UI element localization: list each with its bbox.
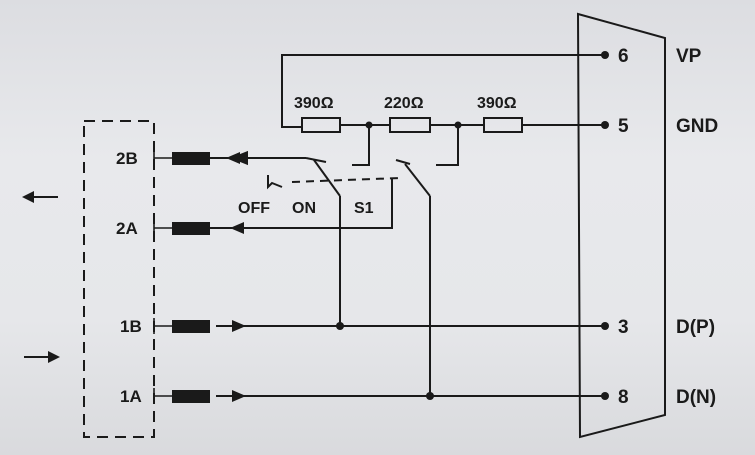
pin-dot-5 [601, 121, 609, 129]
resistor-label-3: 390Ω [477, 95, 517, 112]
signal-label-dn: D(N) [676, 387, 716, 408]
port-label-2b: 2B [116, 149, 138, 168]
signal-label-gnd: GND [676, 116, 718, 137]
resistor-1 [301, 117, 341, 133]
signal-label-vp: VP [676, 46, 702, 67]
arrow-2b [226, 152, 240, 164]
direction-arrow-right [24, 351, 60, 363]
switch-s1 [267, 157, 431, 197]
direction-arrow-left [22, 191, 58, 203]
resistor-chain [301, 117, 609, 133]
port-label-1a: 1A [120, 387, 142, 406]
pin-number-5: 5 [618, 116, 629, 137]
port-1b [153, 318, 210, 334]
pin-dot-6 [601, 51, 609, 59]
arrow-1b [232, 320, 246, 332]
resistor-3 [483, 117, 523, 133]
arrow-1a [232, 390, 246, 402]
port-2b [153, 150, 228, 166]
resistor-label-2: 220Ω [384, 95, 424, 112]
pin-number-3: 3 [618, 317, 629, 338]
port-label-2a: 2A [116, 219, 138, 238]
pin-dot-8 [601, 392, 609, 400]
arrow-2a [230, 222, 244, 234]
resistor-2 [389, 117, 431, 133]
port-2a [153, 220, 232, 236]
switch-off-label: OFF [238, 200, 270, 217]
signal-label-dp: D(P) [676, 317, 715, 338]
port-1a [153, 388, 210, 404]
resistor-label-1: 390Ω [294, 95, 334, 112]
port-label-1b: 1B [120, 317, 142, 336]
pin-dot-3 [601, 322, 609, 330]
device-box [83, 120, 155, 438]
switch-on-label: ON [292, 200, 316, 217]
pin-number-8: 8 [618, 387, 629, 408]
switch-name-label: S1 [354, 200, 374, 217]
pin-number-6: 6 [618, 46, 629, 67]
wire-vp [281, 54, 605, 128]
connector-outline [576, 12, 666, 439]
